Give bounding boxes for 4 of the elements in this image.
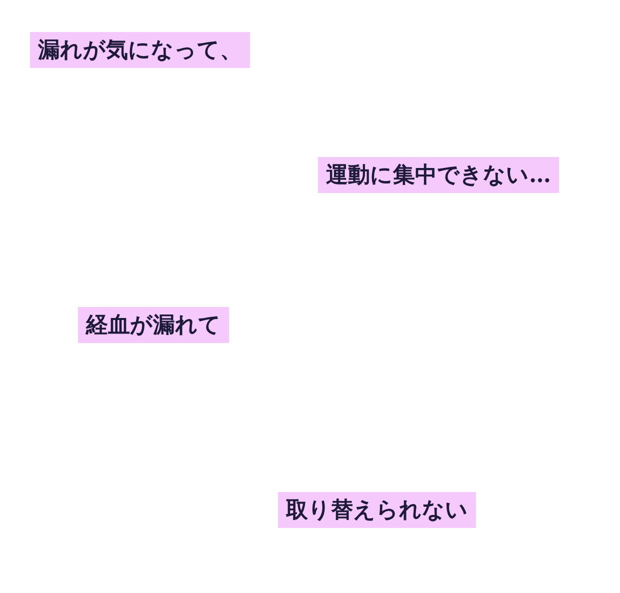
highlighted-caption: 取り替えられない: [278, 492, 476, 528]
highlighted-caption: 運動に集中できない…: [318, 157, 559, 193]
highlighted-caption: 経血が漏れて: [78, 307, 229, 343]
highlighted-caption: 漏れが気になって、: [30, 32, 250, 68]
